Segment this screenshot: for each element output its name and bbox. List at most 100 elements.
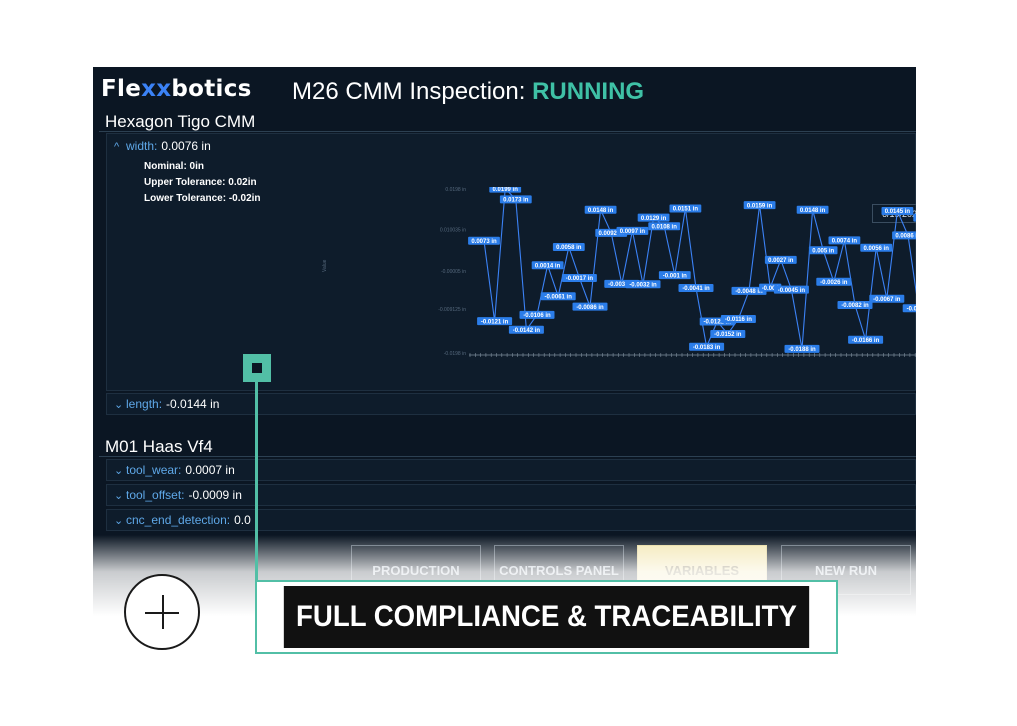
variable-toggle-tool-wear[interactable]: ⌄tool_wear:0.0007 in [114, 463, 235, 477]
svg-text:0.0056 in: 0.0056 in [864, 246, 890, 252]
run-status: RUNNING [532, 78, 645, 105]
y-tick-label: -0.0198 in [444, 351, 466, 357]
y-tick-label: -0.00005 in [441, 269, 466, 275]
svg-text:0.0148 in: 0.0148 in [588, 208, 614, 214]
svg-text:-0.0032 in: -0.0032 in [629, 282, 657, 288]
data-label: 0.0074 in [828, 236, 861, 245]
group-divider [99, 456, 916, 457]
data-label: -0.0032 in [625, 280, 661, 288]
data-label: -0.0045 in [773, 285, 809, 294]
svg-text:-0.0116 in: -0.0116 in [725, 317, 752, 323]
plus-circle-icon[interactable] [124, 574, 200, 650]
variable-panel-tool-wear: ⌄tool_wear:0.0007 in [106, 459, 916, 481]
feature-banner: FULL COMPLIANCE & TRACEABILITY [255, 580, 838, 654]
chevron-down-icon: ⌄ [114, 490, 124, 502]
variable-name: cnc_end_detection: [126, 513, 231, 527]
variable-value: -0.0144 in [166, 397, 220, 411]
y-axis-label: Value [322, 259, 328, 272]
svg-text:0.0148 in: 0.0148 in [800, 208, 826, 214]
chevron-up-icon: ^ [114, 141, 120, 153]
chevron-down-icon: ⌄ [114, 515, 124, 527]
data-label: 0.0058 in [552, 242, 585, 251]
data-label: -0.0061 in [540, 292, 576, 300]
data-label: 0.0129 in [637, 213, 670, 222]
data-label: -0.0121 in [477, 317, 513, 325]
svg-text:0.0173 in: 0.0173 in [503, 198, 529, 204]
variable-toggle-width[interactable]: ^ width:0.0076 in [114, 139, 211, 153]
svg-text:0.0159 in: 0.0159 in [747, 203, 773, 209]
data-label: -0.0183 in [689, 342, 725, 351]
app-screen: Flexxbotics M26 CMM Inspection: RUNNING … [93, 67, 916, 627]
variable-panel-tool-offset: ⌄tool_offset:-0.0009 in [106, 484, 916, 506]
svg-text:0.0097 in: 0.0097 in [620, 229, 646, 235]
svg-text:-0.0017 in: -0.0017 in [566, 276, 594, 282]
nominal-spec: Nominal: 0in [144, 161, 205, 172]
svg-text:-0.009 in: -0.009 in [907, 306, 916, 312]
svg-text:-0.0188 in: -0.0188 in [788, 347, 816, 353]
svg-text:-0.0082 in: -0.0082 in [841, 303, 869, 309]
svg-text:-0.0041 in: -0.0041 in [682, 286, 710, 292]
svg-text:0.005 in: 0.005 in [812, 248, 834, 254]
data-label: -0.0152 in [710, 329, 746, 338]
group-title-haas: M01 Haas Vf4 [105, 437, 213, 456]
y-tick-label: 0.010035 in [440, 227, 466, 233]
callout-marker [243, 354, 271, 382]
variable-value: 0.0007 in [185, 463, 235, 477]
svg-text:-0.0166 in: -0.0166 in [852, 338, 880, 344]
svg-text:-0.0048 in: -0.0048 in [735, 289, 763, 295]
svg-text:0.0027 in: 0.0027 in [768, 258, 794, 264]
data-label: 0.0129 in [913, 213, 916, 222]
svg-text:-0.0026 in: -0.0026 in [820, 280, 848, 286]
data-label: -0.0142 in [508, 325, 544, 334]
flexxbotics-logo: Flexxbotics [101, 76, 252, 102]
data-label: 0.0199 in [489, 187, 522, 193]
data-label: 0.0027 in [764, 255, 797, 264]
variable-toggle-length[interactable]: ⌄length:-0.0144 in [114, 397, 219, 411]
svg-text:0.0086 in: 0.0086 in [895, 234, 916, 240]
data-label: -0.0067 in [869, 294, 905, 303]
lower-tolerance-spec: Lower Tolerance: -0.02in [144, 193, 261, 204]
svg-text:0.0092 in: 0.0092 in [599, 231, 625, 237]
svg-text:-0.0183 in: -0.0183 in [693, 345, 721, 351]
svg-text:-0.0067 in: -0.0067 in [873, 297, 901, 303]
variable-name: length: [126, 397, 163, 411]
chevron-down-icon: ⌄ [114, 399, 124, 411]
data-label: -0.0106 in [519, 310, 555, 319]
data-label: 0.0108 in [648, 222, 681, 230]
svg-text:-0.001 in: -0.001 in [663, 273, 687, 279]
data-label: 0.0056 in [860, 243, 893, 252]
data-label: -0.0017 in [561, 274, 597, 282]
variable-name: width: [126, 139, 158, 153]
data-label: 0.005 in [808, 246, 838, 254]
data-label: 0.0145 in [881, 206, 914, 215]
data-label: 0.0159 in [743, 201, 776, 209]
banner-text: FULL COMPLIANCE & TRACEABILITY [283, 586, 810, 648]
data-label: -0.0026 in [816, 277, 852, 286]
data-label: 0.0173 in [499, 195, 532, 204]
data-label: 0.0148 in [796, 205, 829, 214]
svg-text:-0.0061 in: -0.0061 in [545, 294, 573, 300]
svg-text:0.0108 in: 0.0108 in [652, 224, 678, 230]
data-label: -0.0188 in [784, 344, 820, 353]
svg-text:0.0129 in: 0.0129 in [641, 216, 667, 222]
svg-text:-0.0045 in: -0.0045 in [778, 288, 806, 294]
data-label: 0.0073 in [468, 236, 500, 245]
data-label: 0.0148 in [584, 205, 617, 214]
page-title: M26 CMM Inspection: RUNNING [292, 78, 645, 105]
variable-value: 0.0076 in [161, 139, 211, 153]
svg-text:-0.0086 in: -0.0086 in [576, 305, 604, 311]
variable-name: tool_wear: [126, 463, 182, 477]
data-label: 0.0086 in [892, 231, 916, 240]
svg-text:-0.0142 in: -0.0142 in [513, 328, 541, 334]
svg-text:-0.0031 in: -0.0031 in [608, 282, 636, 288]
svg-text:-0.004: -0.004 [762, 286, 780, 292]
svg-text:0.0145 in: 0.0145 in [885, 209, 911, 215]
svg-text:0.0058 in: 0.0058 in [556, 245, 582, 251]
variable-panel-cnc-end-detection: ⌄cnc_end_detection:0.0 [106, 509, 916, 531]
svg-text:-0.0121 in: -0.0121 in [481, 319, 509, 325]
callout-connector-line [255, 382, 258, 582]
data-label: -0.0166 in [848, 335, 884, 344]
variable-toggle-tool-offset[interactable]: ⌄tool_offset:-0.0009 in [114, 488, 242, 502]
variable-toggle-cnc-end-detection[interactable]: ⌄cnc_end_detection:0.0 [114, 513, 251, 527]
variable-name: tool_offset: [126, 488, 185, 502]
